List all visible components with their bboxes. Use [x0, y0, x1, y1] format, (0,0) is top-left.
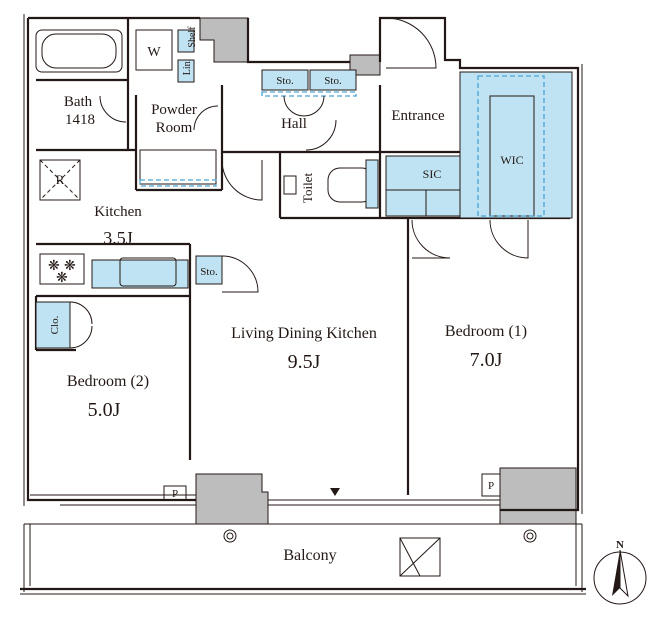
svg-text:❋: ❋: [56, 271, 68, 286]
ldk-size-label: 9.5J: [288, 351, 321, 373]
kitchen-label: Kitchen: [94, 204, 142, 220]
storage-c-label: Sto.: [200, 266, 218, 278]
hall-label: Hall: [281, 116, 307, 132]
refrigerator-label: R: [56, 172, 65, 187]
interior-walls: [34, 18, 570, 495]
doors: [69, 17, 529, 349]
pipe-space-left-label: P: [172, 488, 178, 500]
svg-text:❋: ❋: [48, 259, 60, 274]
bath-size-label: 1418: [65, 112, 95, 128]
compass-icon: [593, 549, 647, 605]
pipe-space-right-label: P: [488, 480, 494, 492]
shelf-label: Shelf: [187, 26, 198, 48]
bedroom1-size-label: 7.0J: [470, 349, 503, 371]
balcony-outline: [20, 488, 586, 595]
compass-north-label: N: [616, 539, 624, 551]
powder-room-label: Powder: [151, 102, 197, 118]
fixtures: ❋ ❋ ❋: [35, 29, 573, 501]
storage-b-label: Sto.: [324, 75, 342, 87]
storage-a-label: Sto.: [276, 75, 294, 87]
toilet-label: Toilet: [300, 173, 315, 204]
linen-label: Lin.: [182, 59, 193, 75]
powder-room-label-2: Room: [156, 120, 193, 136]
sic-label: SIC: [423, 167, 442, 181]
exterior-walls: [23, 14, 583, 514]
kitchen-size-label: 3.5J: [103, 228, 133, 248]
washer-label: W: [147, 45, 161, 60]
balcony-label: Balcony: [283, 547, 336, 564]
bath-label: Bath: [64, 94, 93, 110]
svg-text:❋: ❋: [64, 259, 76, 274]
entrance-label: Entrance: [391, 108, 445, 124]
ldk-label: Living Dining Kitchen: [231, 325, 377, 342]
closet-label: Clo.: [49, 315, 61, 334]
bedroom2-label: Bedroom (2): [67, 373, 149, 390]
bedroom2-size-label: 5.0J: [88, 399, 121, 421]
wic-label: WIC: [500, 153, 523, 167]
bedroom1-label: Bedroom (1): [445, 323, 527, 340]
